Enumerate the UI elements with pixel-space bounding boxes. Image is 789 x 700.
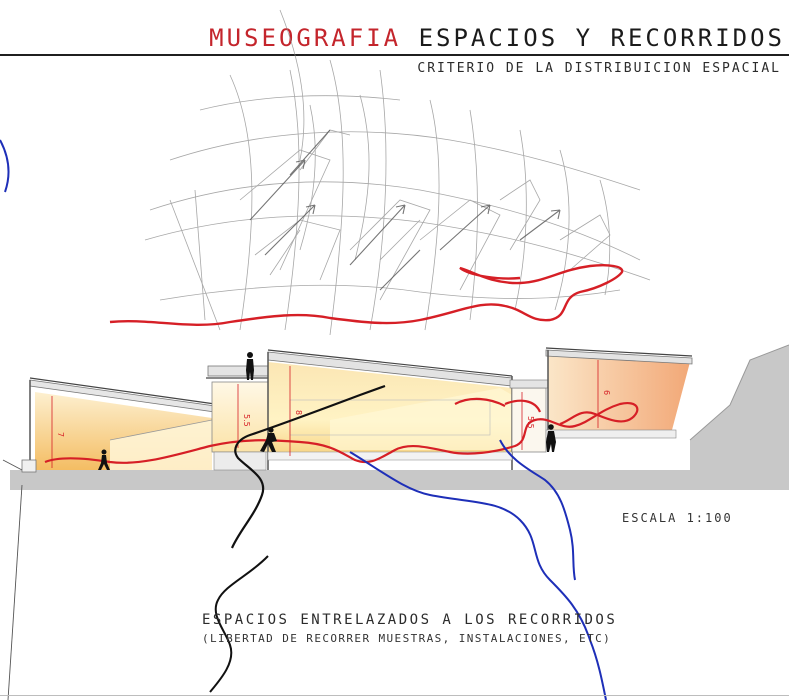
scale-label: ESCALA 1:100 [622,511,733,525]
human-figures [98,352,556,470]
figure-right [546,424,556,452]
red-path-top [109,264,624,327]
dim-label-pavilion: 5.5 [242,414,251,427]
bottom-rule [0,695,789,696]
dim-label-center-hall: 8 [294,410,303,415]
figure-left-hall [98,449,110,470]
title-rest: ESPACIOS Y RECORRIDOS [418,24,785,52]
red-path-building [44,397,639,464]
figure-pavilion-roof [246,352,254,380]
blue-path-right [499,439,576,581]
concept-sketch [144,9,651,336]
dim-label-right-hall: 6 [602,390,611,395]
center-hall [267,349,513,470]
black-path-lower [209,555,269,693]
caption-main: ESPACIOS ENTRELAZADOS A LOS RECORRIDOS [202,612,618,628]
header-rule [0,54,789,56]
page-subtitle: CRITERIO DE LA DISTRIBUICION ESPACIAL [417,61,781,76]
sketch-arrows [249,129,561,291]
left-hall [21,377,216,473]
dim-label-left-hall: 7 [56,432,65,437]
black-path-diagonal [230,384,386,549]
page-title: MUSEOGRAFIA ESPACIOS Y RECORRIDOS [209,24,785,52]
title-accent: MUSEOGRAFIA [209,24,402,52]
blue-path-left [0,139,10,193]
ground-terrain [10,345,789,490]
right-hall [545,347,693,440]
blue-path-lower [349,451,607,700]
caption-sub: (LIBERTAD DE RECORRER MUESTRAS, INSTALAC… [202,632,612,645]
figure-ramp [260,427,277,452]
